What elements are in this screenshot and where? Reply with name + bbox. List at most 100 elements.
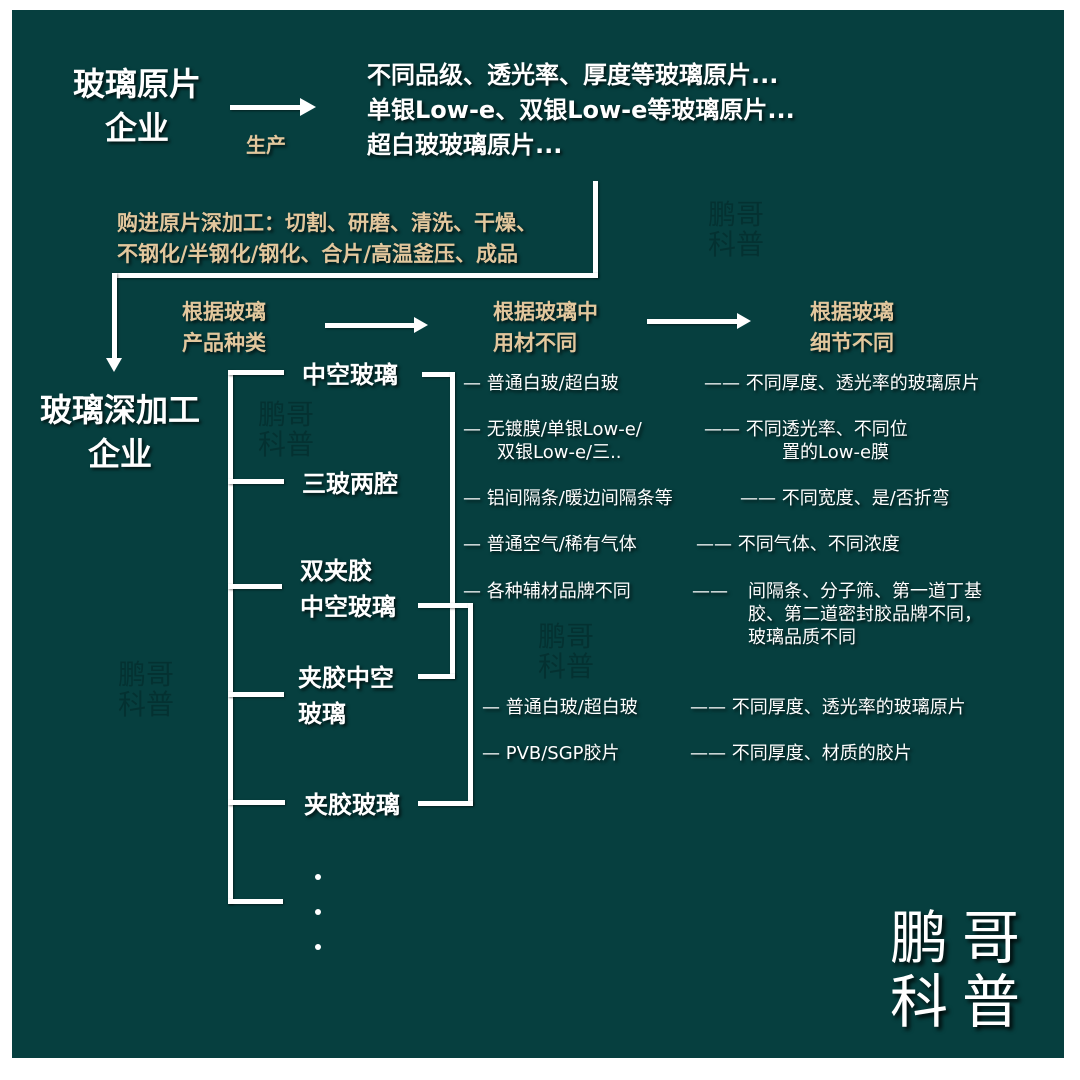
header-by-product-type: 根据玻璃 产品种类 [182, 297, 266, 359]
down-arrow-head-icon [106, 358, 122, 372]
product-type-laminated-glass: 夹胶玻璃 [304, 787, 400, 823]
insulated-bracket-top [422, 372, 454, 377]
tree-branch [228, 899, 283, 904]
header-arrow-2-shaft [647, 319, 739, 324]
product-type-line: 中空玻璃 [300, 593, 396, 621]
product-type-line: 三玻两腔 [302, 470, 398, 498]
product-type-triple-glazed: 三玻两腔 [302, 466, 398, 502]
watermark: 鹏哥 科普 [708, 200, 764, 260]
material-line: — 无镀膜/单银Low-e/ [463, 419, 642, 440]
detail-line: —— 不同宽度、是/否折弯 [740, 488, 950, 509]
watermark-line: 鹏哥 [118, 658, 175, 691]
logo-line: 鹏哥 [890, 904, 1035, 972]
insulated-bracket-vertical [450, 372, 455, 678]
detail-material: — 普通空气/稀有气体 [463, 533, 637, 556]
process-line: 购进原片深加工：切割、研磨、清洗、干燥、 [117, 211, 537, 235]
detail-line: —— 不同厚度、透光率的玻璃原片 [690, 697, 966, 718]
raw-glass-products: 不同品级、透光率、厚度等玻璃原片... 单银Low-e、双银Low-e等玻璃原片… [367, 58, 795, 163]
source-company-line1: 玻璃原片 [72, 65, 201, 103]
detail-line: 玻璃品质不同 [748, 627, 856, 648]
detail-description: —— 不同透光率、不同位 置的Low-e膜 [704, 418, 908, 464]
detail-description: —— 不同厚度、材质的胶片 [690, 742, 912, 765]
header-line: 根据玻璃中 [493, 300, 598, 324]
detail-line: —— 不同厚度、透光率的玻璃原片 [704, 373, 980, 394]
tree-branch [228, 584, 282, 589]
product-line: 不同品级、透光率、厚度等玻璃原片... [367, 61, 779, 89]
watermark-line: 科普 [118, 688, 175, 721]
detail-material: — PVB/SGP胶片 [482, 742, 620, 765]
header-line: 根据玻璃 [810, 300, 894, 324]
detail-line: 间隔条、分子筛、第一道丁基 [748, 581, 982, 602]
tree-branch [228, 370, 284, 375]
detail-description-dash: —— [692, 580, 728, 603]
detail-material: — 各种辅材品牌不同 [463, 580, 631, 603]
product-type-line: 中空玻璃 [302, 361, 398, 389]
detail-line: —— 不同厚度、材质的胶片 [690, 743, 912, 764]
product-line: 单银Low-e、双银Low-e等玻璃原片... [367, 96, 795, 124]
detail-material: — 普通白玻/超白玻 [482, 696, 638, 719]
source-company-label: 玻璃原片 企业 [62, 62, 212, 150]
detail-material: — 铝间隔条/暖边间隔条等 [463, 487, 673, 510]
watermark-line: 科普 [258, 428, 315, 461]
material-line: — 各种辅材品牌不同 [463, 581, 631, 602]
laminated-bracket-vertical [468, 603, 473, 805]
deep-processing-company-label: 玻璃深加工 企业 [30, 388, 210, 476]
deep-company-line2: 企业 [87, 435, 152, 473]
produce-arrow-head-icon [300, 98, 316, 116]
deep-company-line1: 玻璃深加工 [39, 391, 200, 429]
material-line: — 普通白玻/超白玻 [463, 373, 619, 394]
tree-branch [228, 692, 284, 697]
header-arrow-1-shaft [325, 323, 417, 328]
header-by-material: 根据玻璃中 用材不同 [493, 297, 598, 359]
product-type-laminated-insulated: 夹胶中空 玻璃 [298, 660, 394, 732]
produce-arrow-shaft [230, 105, 302, 110]
header-line: 根据玻璃 [182, 300, 266, 324]
tree-branch [228, 800, 285, 805]
watermark-line: 科普 [538, 650, 595, 683]
brand-logo: 鹏哥 科普 [890, 906, 1034, 1034]
detail-line: 置的Low-e膜 [782, 442, 890, 463]
header-arrow-2-head-icon [737, 313, 751, 329]
ellipsis-dot [315, 874, 321, 880]
material-line: — 普通白玻/超白玻 [482, 697, 638, 718]
header-line: 用材不同 [493, 331, 577, 355]
detail-description: —— 不同气体、不同浓度 [696, 533, 900, 556]
header-line: 细节不同 [810, 331, 894, 355]
watermark: 鹏哥 科普 [118, 660, 174, 720]
detail-line: —— 不同透光率、不同位 [704, 419, 908, 440]
header-arrow-1-head-icon [414, 317, 428, 333]
detail-description: —— 不同宽度、是/否折弯 [740, 487, 950, 510]
source-company-line2: 企业 [104, 109, 169, 147]
connector-horizontal [112, 273, 598, 278]
diagram-background [12, 10, 1064, 1058]
product-type-line: 夹胶中空 [298, 664, 394, 692]
watermark: 鹏哥 科普 [538, 622, 594, 682]
material-line: — 铝间隔条/暖边间隔条等 [463, 488, 673, 509]
product-type-line: 双夹胶 [300, 557, 372, 585]
connector-vertical-right [593, 181, 598, 277]
watermark: 鹏哥 科普 [258, 400, 314, 460]
detail-description: 间隔条、分子筛、第一道丁基 胶、第二道密封胶品牌不同， 玻璃品质不同 [748, 580, 982, 649]
connector-vertical-left [112, 273, 117, 363]
laminated-bracket-top [418, 603, 472, 608]
ellipsis-dot [315, 944, 321, 950]
material-line: — 普通空气/稀有气体 [463, 534, 637, 555]
product-type-double-laminated-insulated: 双夹胶 中空玻璃 [300, 553, 396, 625]
process-steps-label: 购进原片深加工：切割、研磨、清洗、干燥、 不钢化/半钢化/钢化、合片/高温釜压、… [117, 208, 537, 270]
logo-line: 科普 [890, 968, 1035, 1036]
process-line: 不钢化/半钢化/钢化、合片/高温釜压、成品 [117, 242, 519, 266]
product-type-line: 夹胶玻璃 [304, 791, 400, 819]
detail-material: — 普通白玻/超白玻 [463, 372, 619, 395]
watermark-line: 鹏哥 [538, 620, 595, 653]
material-line: — PVB/SGP胶片 [482, 743, 620, 764]
detail-material: — 无镀膜/单银Low-e/ 双银Low-e/三.. [463, 418, 642, 464]
detail-description: —— 不同厚度、透光率的玻璃原片 [690, 696, 966, 719]
ellipsis-dot [315, 909, 321, 915]
tree-trunk [228, 370, 233, 904]
material-line: 双银Low-e/三.. [497, 442, 622, 463]
header-line: 产品种类 [182, 331, 266, 355]
product-type-line: 玻璃 [298, 700, 346, 728]
product-line: 超白玻玻璃原片... [367, 131, 563, 159]
produce-label: 生产 [246, 133, 286, 157]
insulated-bracket-bottom [418, 674, 455, 679]
